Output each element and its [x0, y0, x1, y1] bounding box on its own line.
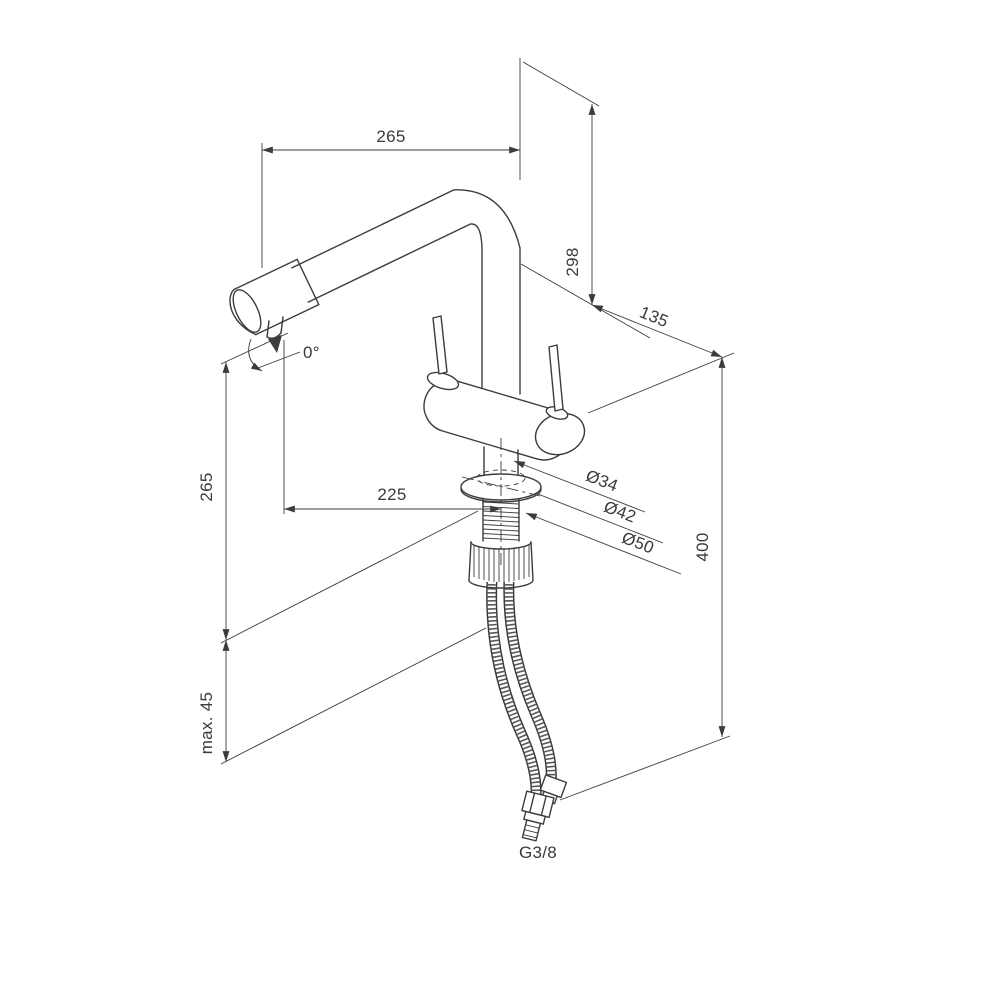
dim-label-handle-offset: 135	[637, 303, 671, 332]
ext-deck-underside	[220, 627, 487, 765]
dimension-labels: 265 298 135 400 265 max. 45 225 Ø34 Ø42 …	[197, 127, 712, 862]
dim-line-handle-offset	[591, 304, 723, 358]
dim-label-upper-height: 298	[563, 247, 582, 276]
spray-face-ellipse	[232, 289, 262, 333]
spray-joint-line	[296, 258, 320, 306]
dim-label-spout-reach: 225	[377, 485, 406, 504]
ext-iso-top-right	[522, 61, 600, 107]
swivel-leader	[257, 351, 301, 369]
spray-nozzle	[266, 320, 270, 338]
ext-iso-mid-right	[520, 263, 651, 339]
spray-head	[229, 258, 320, 353]
dim-label-top-width: 265	[376, 127, 405, 146]
faucet	[229, 189, 586, 842]
dim-label-dia-50: Ø50	[619, 528, 657, 558]
dim-label-dia-34: Ø34	[583, 466, 621, 496]
dim-line-dia-42	[519, 486, 664, 544]
dim-label-dia-42: Ø42	[601, 497, 639, 527]
swivel-arc	[248, 338, 263, 372]
mounting-nut	[468, 541, 534, 589]
deck-hole-hidden	[476, 469, 526, 487]
ext-hose-end	[559, 735, 731, 801]
water-direction-arrow	[268, 335, 282, 353]
dim-label-thread-size: G3/8	[519, 843, 557, 862]
handle-left-lever	[432, 315, 448, 375]
nut-knurling	[473, 545, 530, 582]
dim-label-max-deck: max. 45	[197, 692, 216, 755]
dim-label-swivel-angle: 0°	[303, 343, 320, 362]
dim-line-dia-50	[525, 512, 682, 575]
ext-handle-right	[587, 352, 735, 414]
ext-deck-plane	[220, 510, 479, 644]
supply-hoses	[486, 579, 557, 797]
dim-label-spout-height: 265	[197, 472, 216, 501]
swivel-annotation	[248, 338, 301, 372]
spout-outline-inner	[307, 223, 483, 395]
handle-right-lever	[548, 344, 564, 412]
handle-left-hub	[426, 371, 460, 391]
base-cross-centerline	[461, 476, 541, 497]
hose-fitting-left	[521, 790, 555, 842]
spout-outline	[291, 189, 521, 395]
handle-right	[534, 344, 586, 456]
handle-left	[426, 315, 460, 391]
dim-line-dia-34	[513, 460, 646, 513]
neck	[483, 446, 519, 477]
dim-label-hose-length: 400	[693, 532, 712, 561]
